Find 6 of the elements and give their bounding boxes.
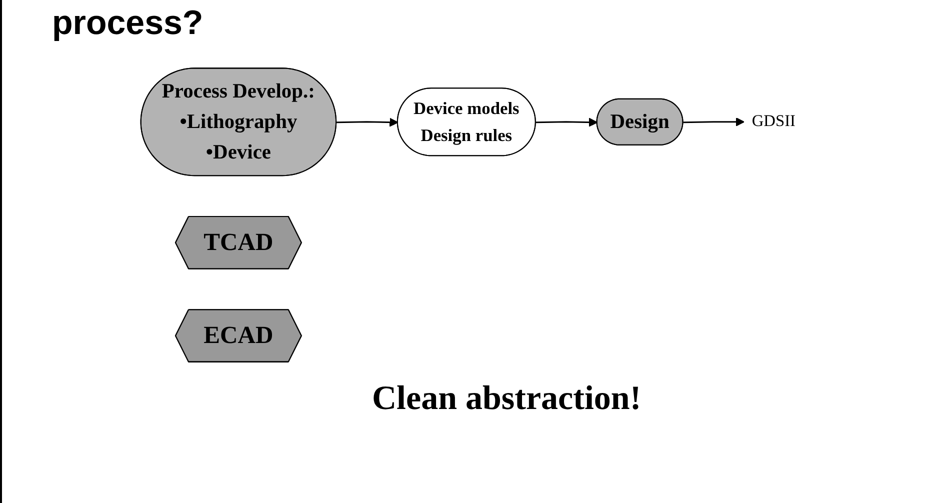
title: process? [52,4,204,43]
note-text: Clean abstraction! [372,380,642,418]
arrow [536,118,598,127]
node-text: GDSII [752,112,796,130]
arrow [336,118,398,127]
arrow [683,117,745,126]
